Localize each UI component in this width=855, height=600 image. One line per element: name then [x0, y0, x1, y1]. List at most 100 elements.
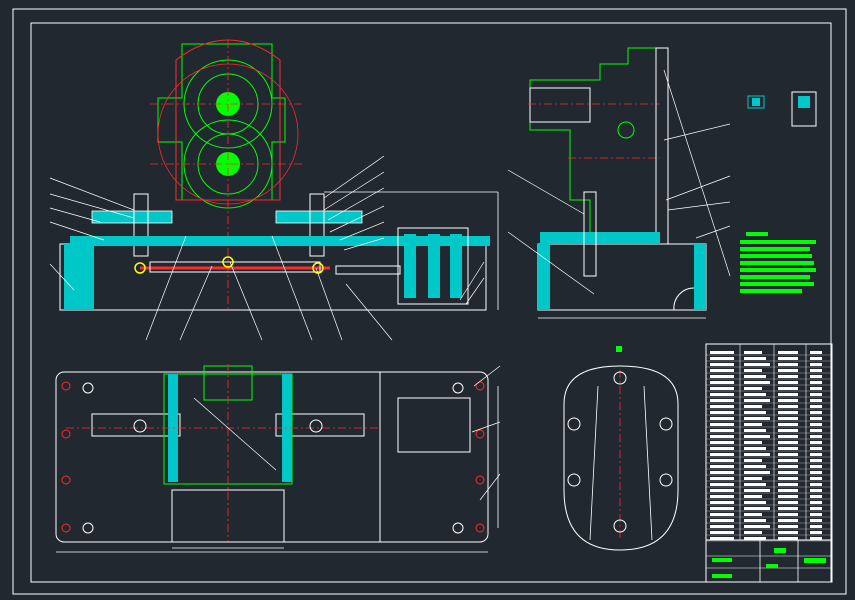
- table-cell-text: [810, 441, 822, 444]
- table-cell-text: [778, 405, 798, 408]
- table-cell-text: [710, 441, 734, 444]
- table-cell-text: [710, 531, 734, 534]
- table-cell-text: [810, 375, 822, 378]
- table-cell-text: [810, 495, 822, 498]
- table-cell-text: [710, 387, 734, 390]
- table-cell-text: [778, 363, 798, 366]
- table-cell-text: [778, 435, 798, 438]
- table-cell-text: [810, 387, 822, 390]
- table-cell-text: [744, 363, 770, 366]
- table-cell-text: [778, 477, 798, 480]
- table-cell-text: [744, 423, 762, 426]
- table-cell-text: [778, 423, 798, 426]
- table-cell-text: [710, 465, 734, 468]
- table-cell-text: [710, 477, 734, 480]
- table-cell-text: [778, 495, 798, 498]
- table-cell-text: [810, 483, 822, 486]
- table-cell-text: [810, 405, 822, 408]
- table-cell-text: [778, 501, 798, 504]
- table-cell-text: [744, 429, 766, 432]
- table-cell-text: [744, 435, 770, 438]
- table-cell-text: [810, 453, 822, 456]
- parts-list-rows: [706, 351, 832, 542]
- table-cell-text: [710, 495, 734, 498]
- left-clamp-arm: [91, 210, 173, 224]
- table-cell-text: [810, 411, 822, 414]
- detail-views: [747, 91, 817, 127]
- table-cell-text: [744, 453, 770, 456]
- table-cell-text: [744, 513, 762, 516]
- table-cell-text: [710, 519, 734, 522]
- table-cell-text: [810, 381, 822, 384]
- side-section-view: [507, 47, 731, 319]
- base-plate-view: [563, 346, 679, 551]
- fixture-base: [59, 243, 487, 311]
- table-cell-text: [778, 453, 798, 456]
- table-cell-text: [710, 501, 734, 504]
- table-cell-text: [810, 489, 822, 492]
- table-cell-text: [710, 507, 734, 510]
- table-cell-text: [744, 357, 766, 360]
- table-cell-text: [810, 459, 822, 462]
- table-cell-text: [778, 459, 798, 462]
- table-cell-text: [744, 525, 770, 528]
- table-cell-text: [810, 477, 822, 480]
- table-cell-text: [810, 447, 822, 450]
- base-plate-outline: [563, 365, 679, 551]
- table-cell-text: [810, 357, 822, 360]
- table-cell-text: [744, 501, 766, 504]
- table-cell-text: [778, 417, 798, 420]
- table-cell-text: [810, 537, 822, 540]
- table-cell-text: [778, 519, 798, 522]
- table-cell-text: [744, 405, 762, 408]
- technical-notes: [740, 232, 816, 293]
- table-cell-text: [710, 537, 734, 540]
- table-cell-text: [810, 501, 822, 504]
- table-cell-text: [744, 369, 762, 372]
- table-cell-text: [810, 423, 822, 426]
- table-cell-text: [744, 471, 770, 474]
- table-cell-text: [778, 489, 798, 492]
- table-cell-text: [710, 429, 734, 432]
- side-housing: [529, 47, 669, 245]
- table-cell-text: [778, 429, 798, 432]
- table-cell-text: [710, 369, 734, 372]
- table-cell-text: [778, 351, 798, 354]
- table-cell-text: [744, 387, 762, 390]
- table-cell-text: [710, 459, 734, 462]
- table-cell-text: [744, 465, 766, 468]
- table-cell-text: [744, 351, 762, 354]
- table-cell-text: [810, 417, 822, 420]
- table-cell-text: [744, 375, 766, 378]
- table-cell-text: [778, 531, 798, 534]
- table-cell-text: [778, 369, 798, 372]
- table-cell-text: [744, 417, 770, 420]
- table-cell-text: [710, 525, 734, 528]
- table-cell-text: [744, 477, 762, 480]
- table-cell-text: [710, 513, 734, 516]
- table-cell-text: [810, 531, 822, 534]
- table-cell-text: [810, 465, 822, 468]
- table-cell-text: [744, 507, 770, 510]
- table-cell-text: [710, 471, 734, 474]
- table-cell-text: [744, 519, 766, 522]
- table-cell-text: [710, 375, 734, 378]
- table-cell-text: [810, 393, 822, 396]
- table-cell-text: [710, 363, 734, 366]
- table-cell-text: [710, 411, 734, 414]
- table-cell-text: [810, 363, 822, 366]
- table-cell-text: [744, 459, 762, 462]
- side-base: [537, 243, 707, 311]
- table-cell-text: [778, 441, 798, 444]
- table-cell-text: [810, 399, 822, 402]
- table-cell-text: [710, 489, 734, 492]
- table-cell-text: [778, 507, 798, 510]
- sheet-outer-border: [12, 8, 847, 595]
- table-cell-text: [744, 531, 762, 534]
- table-cell-text: [778, 525, 798, 528]
- table-cell-text: [744, 381, 770, 384]
- table-cell-text: [778, 471, 798, 474]
- table-cell-text: [810, 369, 822, 372]
- table-cell-text: [778, 381, 798, 384]
